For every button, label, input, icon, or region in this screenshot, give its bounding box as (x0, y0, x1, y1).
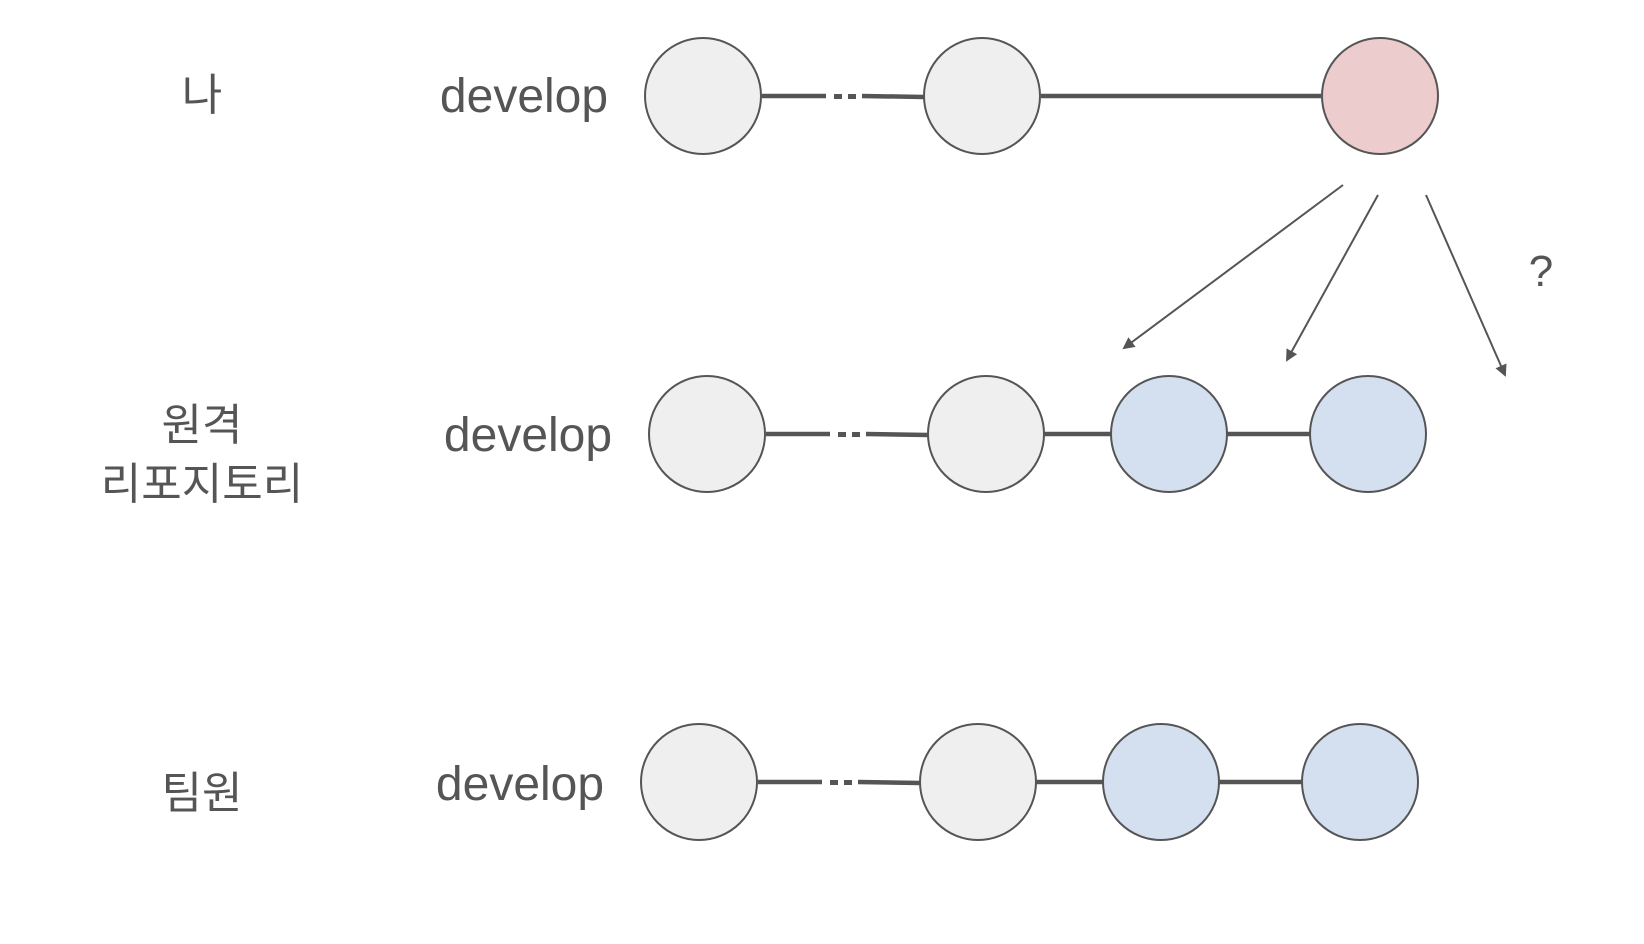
arrow (1286, 194, 1379, 362)
ellipsis-dot (844, 780, 852, 785)
row-label-me: 나 (182, 71, 222, 120)
row-label-remote-line2: 리포지토리 (101, 460, 303, 509)
edge (861, 93, 925, 100)
branch-label-teammate: develop (436, 758, 604, 811)
ellipsis-dot (852, 432, 860, 437)
row-label-teammate: 팀원 (162, 769, 243, 818)
ellipsis-dot (838, 432, 846, 437)
branch-label-me: develop (440, 70, 608, 123)
ellipsis-dot (848, 94, 856, 99)
edge (865, 431, 929, 438)
row-teammate: 팀원 develop (162, 723, 1419, 841)
row-label-remote-line1: 원격 (162, 401, 243, 450)
ellipsis-dot (830, 780, 838, 785)
arrow (1122, 184, 1344, 350)
ellipsis-dot (834, 94, 842, 99)
push-arrows: ? (1122, 184, 1553, 377)
commit-base (648, 375, 766, 493)
commit-remote-new (1309, 375, 1427, 493)
branch-label-remote: develop (444, 409, 612, 462)
commit-remote-new (1102, 723, 1220, 841)
commit-remote-new (1110, 375, 1228, 493)
commit-base (644, 37, 762, 155)
commit-base (919, 723, 1037, 841)
commit-remote-new (1301, 723, 1419, 841)
edge (857, 779, 921, 786)
row-remote: 원격 리포지토리 develop (101, 375, 1427, 509)
commit-base (923, 37, 1041, 155)
arrow (1425, 194, 1507, 377)
commit-base (927, 375, 1045, 493)
commit-local-new (1321, 37, 1439, 155)
commit-base (640, 723, 758, 841)
question-mark: ? (1529, 247, 1553, 296)
row-me: 나 develop (182, 37, 1439, 155)
